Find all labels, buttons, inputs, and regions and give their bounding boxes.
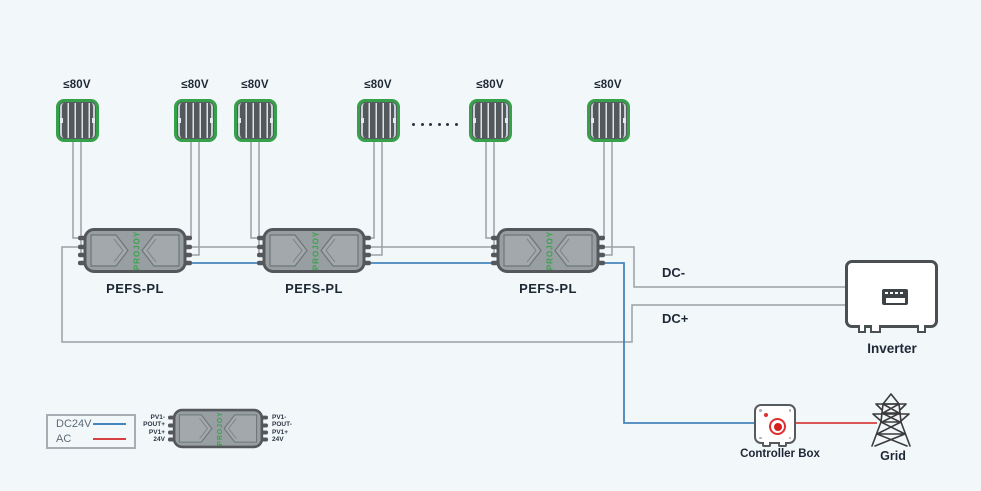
dc-plus-wire: [61, 246, 845, 343]
legend-ac-line: [93, 437, 126, 440]
brand-text: PROJOY: [312, 231, 321, 270]
ellipsis-dots-icon: [412, 123, 458, 126]
dc-minus-wire: [605, 246, 845, 288]
dc24v-signal-wire: [192, 262, 754, 424]
legend-ac-label: AC: [56, 432, 72, 445]
brand-text: PROJOY: [133, 231, 142, 270]
rsd-device-pinout-icon: PROJOY: [168, 408, 268, 449]
device-label: PEFS-PL: [519, 281, 577, 296]
solar-panel-icon: [56, 99, 99, 142]
brand-text: PROJOY: [546, 231, 555, 270]
pin-label: 24V: [153, 436, 165, 444]
rsd-device-icon: PROJOY: [78, 228, 192, 273]
dc-plus-label: DC+: [662, 311, 689, 326]
panel-voltage-label: ≤80V: [63, 79, 91, 91]
device-label: PEFS-PL: [285, 281, 343, 296]
legend-dc24v-line: [93, 423, 126, 426]
controller-box-icon: [754, 404, 796, 447]
panel-voltage-label: ≤80V: [476, 79, 504, 91]
legend-dc24v-label: DC24V: [56, 418, 92, 431]
panel-voltage-label: ≤80V: [181, 79, 209, 91]
pin-label: PV1-: [150, 414, 165, 421]
solar-panel-icon: [234, 99, 277, 142]
device-label: PEFS-PL: [106, 281, 164, 296]
inverter-label: Inverter: [867, 341, 917, 356]
controller-box-label: Controller Box: [740, 448, 820, 460]
panel-voltage-label: ≤80V: [241, 79, 269, 91]
rsd-device-icon: PROJOY: [491, 228, 605, 273]
pin-label: 24V: [272, 436, 284, 444]
pin-label: PV1-: [272, 414, 287, 421]
pinout-labels-left: PV1- POUT+ PV1+ 24V: [128, 414, 165, 444]
panel-voltage-label: ≤80V: [594, 79, 622, 91]
pin-label: PV1+: [148, 428, 165, 436]
pin-label: POUT+: [143, 421, 165, 429]
inverter-display: [882, 289, 908, 305]
solar-panel-icon: [469, 99, 512, 142]
solar-panel-icon: [174, 99, 217, 142]
grid-label: Grid: [880, 449, 906, 463]
brand-text: PROJOY: [217, 411, 224, 445]
rsd-device-icon: PROJOY: [257, 228, 371, 273]
solar-panel-icon: [587, 99, 630, 142]
pinout-labels-right: PV1- POUT- PV1+ 24V: [272, 414, 309, 444]
solar-panel-icon: [357, 99, 400, 142]
panel-voltage-label: ≤80V: [364, 79, 392, 91]
pin-label: PV1+: [272, 428, 289, 436]
inverter-icon: [845, 260, 938, 333]
grid-tower-icon: [871, 393, 911, 447]
legend-box: DC24V AC: [46, 414, 136, 449]
pin-label: POUT-: [272, 421, 292, 429]
dc-minus-label: DC-: [662, 265, 686, 280]
